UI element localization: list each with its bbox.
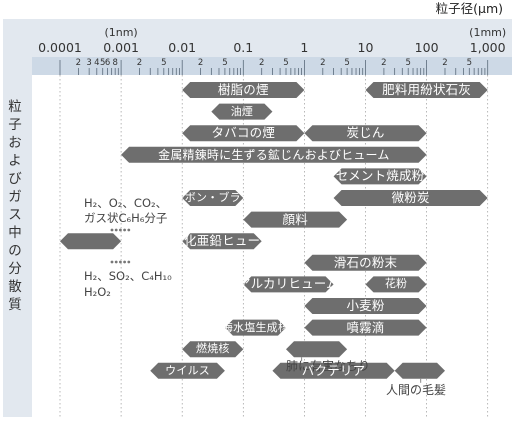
dot-marker (110, 228, 114, 232)
dot-marker (110, 260, 114, 264)
major-tick-label: 0.001 (103, 40, 139, 55)
axis-band (32, 57, 512, 75)
major-tick-label: 10 (357, 40, 374, 55)
band-label: ウイルス (165, 363, 210, 377)
band-label: バクテリア (301, 362, 366, 378)
major-tick-label: 0.1 (233, 40, 254, 55)
band-label: 酸化亜鉛ヒューム (171, 233, 273, 249)
band-label: H₂、O₂、CO₂、 (84, 196, 168, 210)
major-tick-label: 100 (414, 40, 439, 55)
minor-tick-label: 5 (466, 58, 473, 68)
gas-label-line4: H₂O₂ (84, 285, 111, 299)
band-label: 金属精錬時に生ずる鉱じんおよびヒューム (158, 147, 390, 162)
band-shape (121, 146, 427, 163)
minor-tick-label: 5 (161, 58, 167, 68)
dot-marker (127, 260, 131, 264)
dot-marker (119, 228, 122, 232)
band-shape (182, 233, 262, 250)
band-label: 肺に有害なちり (286, 359, 371, 374)
band-label: 燃焼核 (195, 342, 230, 356)
band-shape (304, 254, 427, 271)
minor-tick-label: 6 (104, 58, 111, 68)
minor-tick-label: 8 (112, 58, 118, 68)
band-shape (286, 341, 348, 358)
band-shape (182, 125, 305, 142)
dot-marker (127, 228, 131, 232)
band-shape (304, 125, 427, 142)
band-label: 滑石の粉末 (333, 254, 398, 270)
band-shape (272, 362, 395, 379)
band-shape (304, 319, 427, 336)
minor-tick-label: 5 (99, 58, 106, 68)
band-shape (304, 298, 427, 314)
band-label: 小麦粉 (346, 298, 385, 313)
band-shape (60, 233, 122, 250)
band-shape (333, 168, 427, 185)
band-shape (394, 362, 445, 379)
band-shape (182, 190, 244, 206)
minor-tick-label: 2 (258, 58, 265, 68)
dot-marker (114, 228, 118, 232)
band-label: 微粉炭 (391, 190, 430, 205)
band-shape (224, 319, 287, 336)
minor-tick-label: 2 (320, 58, 326, 68)
major-tick-label: 0.01 (168, 40, 197, 55)
band-shape (150, 362, 225, 379)
dot-marker (114, 260, 118, 264)
band-label: カーボン・ブラック (162, 191, 264, 204)
unit-note: (1mm) (469, 26, 507, 39)
band-shape (182, 341, 244, 358)
minor-tick-label: 5 (222, 58, 228, 68)
unit-note: (1nm) (104, 26, 138, 39)
band-shape (243, 276, 334, 293)
dot-marker (123, 228, 126, 232)
band-label: 炭じん (346, 125, 385, 141)
band-label: アルカリヒューム (238, 276, 339, 292)
minor-tick-label: 4 (94, 58, 100, 68)
band-label: 噴霧滴 (346, 319, 385, 335)
minor-tick-label: 2 (136, 58, 143, 68)
band-label: 油煙 (230, 104, 254, 118)
vertical-title: 粒子およびガス中の分散質 (8, 99, 22, 313)
minor-tick-label: 2 (75, 58, 82, 68)
dot-marker (119, 260, 122, 264)
gas-label-line2: ガス状C₆H₆分子 (84, 211, 168, 225)
band-shape (365, 276, 427, 293)
major-tick-label: 1,000 (469, 40, 506, 55)
unit-label: 粒子径(μm) (435, 1, 503, 16)
minor-tick-label: 5 (344, 58, 350, 68)
minor-tick-label: 2 (442, 58, 448, 68)
minor-tick-label: 2 (197, 58, 204, 68)
dot-marker (123, 260, 126, 264)
minor-tick-label: 3 (86, 58, 92, 68)
major-tick-label: 1 (300, 40, 309, 55)
major-tick-label: 0.0001 (38, 40, 82, 55)
band-shape (182, 82, 305, 98)
band-label: 肥料用紛状石灰 (382, 82, 472, 97)
gas-label-line3: H₂、SO₂、C₄H₁₀ (84, 269, 172, 283)
band-label: 人間の毛髪 (386, 382, 447, 397)
band-shape (365, 82, 488, 98)
minor-tick-label: 5 (283, 58, 289, 68)
minor-tick-label: 5 (405, 58, 411, 68)
band-shape (333, 190, 488, 206)
band-shape (243, 211, 348, 228)
band-shape (211, 103, 273, 120)
band-label: 顔料 (282, 211, 308, 227)
band-label: タバコの煙 (211, 125, 276, 141)
band-label: 花粉 (384, 277, 408, 291)
band-label: 海水塩生成核 (221, 320, 290, 334)
band-label: セメント焼成粉 (335, 168, 425, 184)
minor-tick-label: 2 (381, 58, 387, 68)
band-label: 樹脂の煙 (217, 82, 269, 97)
